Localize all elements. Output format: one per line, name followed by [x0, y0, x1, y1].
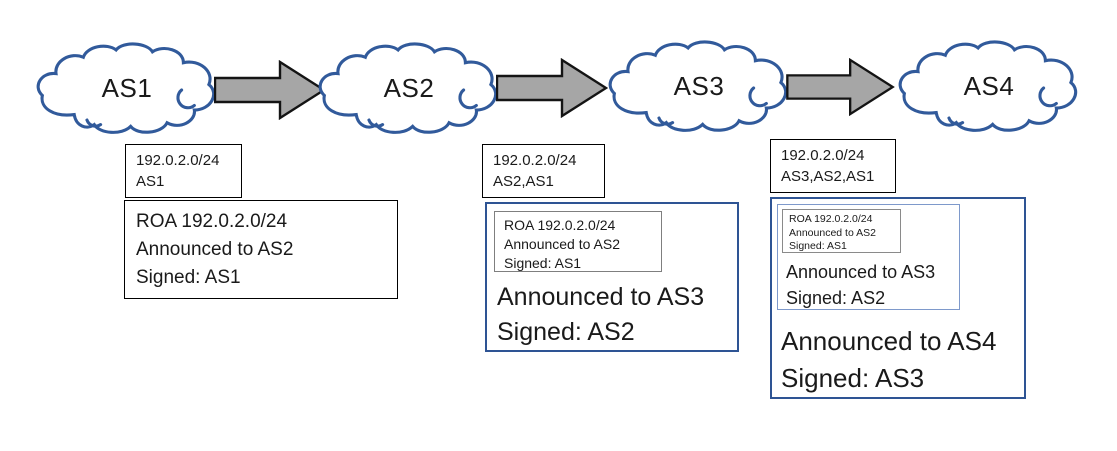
- announcement-text: Announced to AS4 Signed: AS3: [781, 323, 1024, 397]
- flow-arrow-as2-as3: [496, 58, 608, 118]
- cloud-as1-label: AS1: [101, 72, 153, 103]
- nested-announcement-box-as2: ROA 192.0.2.0/24 Announced to AS2 Signed…: [777, 204, 960, 310]
- prefix-text: 192.0.2.0/24: [136, 152, 220, 169]
- roa-signed-text: Signed: AS1: [504, 255, 582, 271]
- announced-to-text: Announced to AS4: [781, 326, 997, 356]
- route-box-as1: 192.0.2.0/24 AS1: [125, 144, 242, 198]
- route-box-as2: 192.0.2.0/24 AS2,AS1: [482, 144, 605, 198]
- right-arrow-icon: [496, 58, 608, 118]
- announcement-box-as3: ROA 192.0.2.0/24 Announced to AS2 Signed…: [770, 197, 1026, 399]
- nested-roa-box: ROA 192.0.2.0/24 Announced to AS2 Signed…: [782, 209, 901, 253]
- right-arrow-icon: [786, 58, 894, 116]
- right-arrow-icon: [214, 60, 326, 120]
- cloud-as2: AS2: [318, 42, 500, 138]
- route-box-as3: 192.0.2.0/24 AS3,AS2,AS1: [770, 139, 896, 193]
- roa-box-as1: ROA 192.0.2.0/24 Announced to AS2 Signed…: [124, 200, 398, 299]
- cloud-as3-label: AS3: [673, 70, 725, 101]
- roa-signed-text: Signed: AS1: [136, 267, 241, 288]
- announced-to-text: Announced to AS3: [786, 262, 936, 282]
- roa-prefix-text: ROA 192.0.2.0/24: [136, 211, 288, 232]
- as-path-text: AS1: [136, 173, 165, 190]
- signed-by-text: Signed: AS2: [786, 288, 886, 308]
- cloud-as4: AS4: [898, 40, 1080, 136]
- prefix-text: 192.0.2.0/24: [493, 152, 577, 169]
- flow-arrow-as3-as4: [784, 58, 897, 116]
- roa-signed-text: Signed: AS1: [789, 240, 847, 252]
- prefix-text: 192.0.2.0/24: [781, 147, 865, 164]
- cloud-as2-label: AS2: [383, 72, 435, 103]
- cloud-as3: AS3: [608, 40, 790, 136]
- roa-prefix-text: ROA 192.0.2.0/24: [504, 217, 616, 233]
- announcement-text: Announced to AS3 Signed: AS2: [497, 280, 737, 350]
- flow-arrow-as1-as2: [214, 60, 326, 120]
- announcement-box-as2: ROA 192.0.2.0/24 Announced to AS2 Signed…: [485, 202, 739, 352]
- roa-prefix-text: ROA 192.0.2.0/24: [789, 213, 873, 225]
- cloud-as4-label: AS4: [963, 70, 1015, 101]
- roa-announced-text: Announced to AS2: [136, 239, 294, 260]
- as-path-text: AS2,AS1: [493, 173, 554, 190]
- roa-announced-text: Announced to AS2: [504, 236, 620, 252]
- as-path-text: AS3,AS2,AS1: [781, 168, 875, 185]
- signed-by-text: Signed: AS3: [781, 363, 925, 393]
- nested-roa-box: ROA 192.0.2.0/24 Announced to AS2 Signed…: [494, 211, 662, 272]
- signed-by-text: Signed: AS2: [497, 318, 635, 346]
- mid-announcement-text: Announced to AS3 Signed: AS2: [786, 259, 959, 311]
- announced-to-text: Announced to AS3: [497, 283, 705, 311]
- cloud-as1: AS1: [36, 42, 218, 138]
- roa-announced-text: Announced to AS2: [789, 226, 876, 239]
